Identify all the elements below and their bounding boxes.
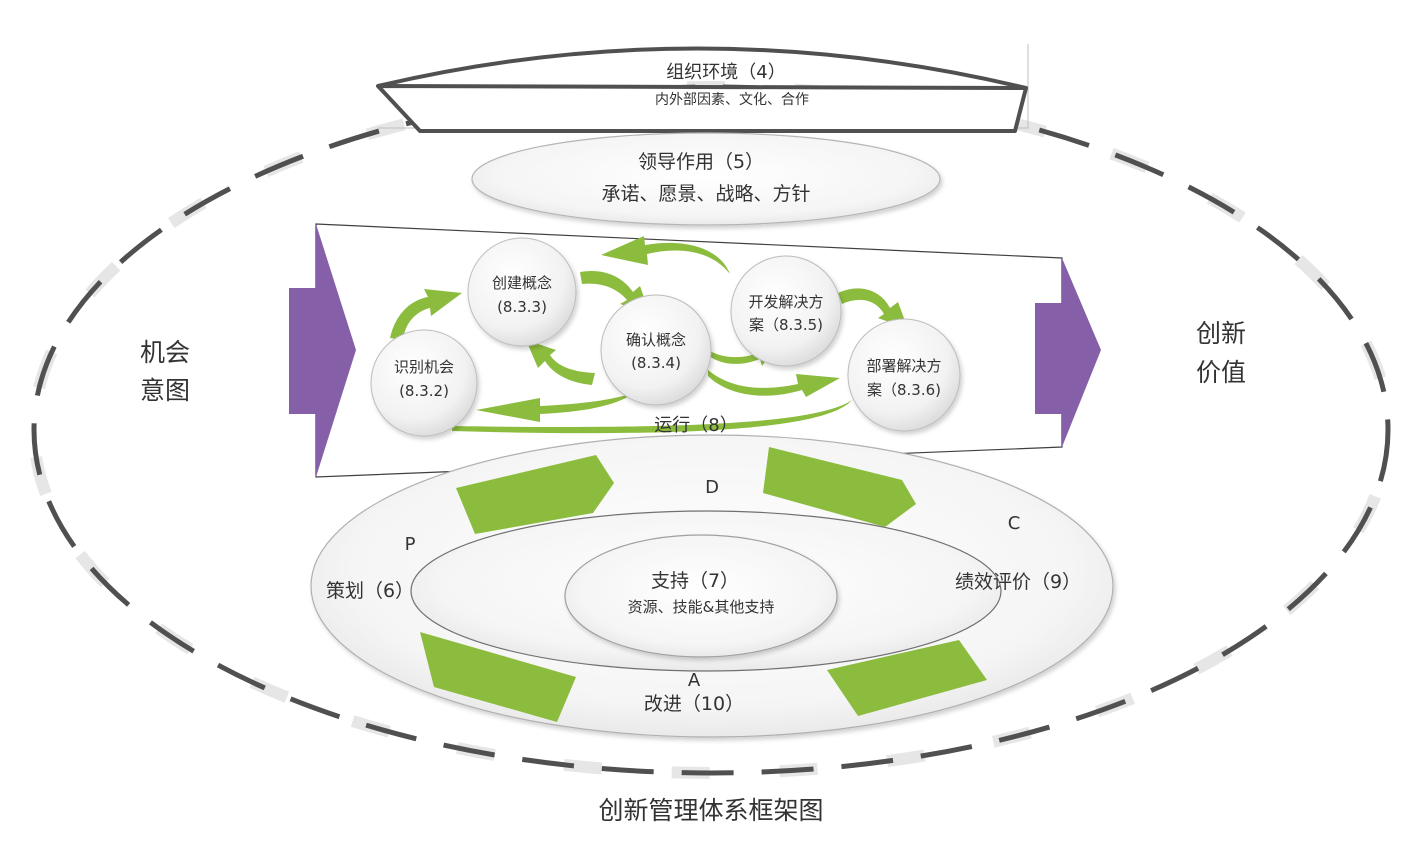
step-deploy-line2: 案（8.3.6) [867, 381, 941, 399]
pdca-letter-p: P [405, 534, 416, 555]
step-deploy-line1: 部署解决方 [866, 357, 941, 375]
pdca-arrow-d-to-c [763, 447, 916, 527]
right-label-line1: 创新 [1196, 319, 1246, 348]
diagram-title: 创新管理体系框架图 [598, 796, 823, 825]
org-env-title: 组织环境（4） [666, 62, 785, 83]
step-create-line2: (8.3.3) [497, 298, 547, 316]
flow-arrow-confirm-to-identify [476, 392, 636, 422]
step-develop-line1: 开发解决方 [748, 293, 823, 311]
plan-label: 策划（6） [326, 580, 414, 602]
step-circle-deploy [847, 318, 961, 432]
step-circle-create [467, 237, 577, 347]
support-ellipse [564, 534, 838, 658]
step-circle-identify [370, 329, 478, 437]
flow-arrow-develop-to-deploy [838, 288, 908, 329]
flow-arrow-deploy-return [452, 400, 852, 434]
eval-label: 绩效评价（9） [955, 571, 1081, 593]
pdca-letter-c: C [1008, 513, 1021, 534]
step-circle-develop [730, 255, 842, 367]
pdca-arrow-p-to-d [456, 455, 614, 534]
leadership-title: 领导作用（5） [638, 151, 764, 173]
left-label-line1: 机会 [140, 338, 190, 367]
flow-arrow-confirm-to-deploy [708, 370, 840, 397]
flow-arrow-confirm-to-create [526, 340, 595, 385]
operation-label: 运行（8） [654, 415, 737, 436]
step-develop-line2: 案（8.3.5) [749, 316, 823, 334]
org-environment-banner [376, 44, 1029, 133]
left-input-arrow [289, 224, 356, 477]
step-confirm-line1: 确认概念 [626, 331, 686, 349]
flow-arrow-identify-to-create [390, 289, 462, 340]
org-env-subtitle: 内外部因素、文化、合作 [655, 92, 809, 108]
right-label-line2: 价值 [1196, 358, 1246, 387]
step-circle-confirm [600, 294, 712, 406]
step-create-line1: 创建概念 [492, 274, 552, 292]
left-label-line2: 意图 [140, 376, 190, 405]
right-output-arrow [1035, 258, 1101, 447]
leadership-subtitle: 承诺、愿景、战略、方针 [601, 183, 810, 205]
improve-label: 改进（10） [644, 693, 744, 715]
step-identify-line2: (8.3.2) [399, 382, 449, 400]
pdca-arrow-c-to-a [827, 640, 987, 716]
leadership-ellipse [471, 132, 941, 226]
pdca-letter-d: D [705, 477, 719, 498]
step-identify-line1: 识别机会 [394, 358, 454, 376]
support-title: 支持（7） [651, 570, 739, 592]
flow-arrow-top-return [601, 236, 730, 274]
step-confirm-line2: (8.3.4) [631, 354, 681, 372]
pdca-letter-a: A [688, 670, 701, 691]
process-flow-arrows [390, 236, 908, 434]
pdca-arrow-a-to-p [420, 632, 576, 722]
support-subtitle: 资源、技能&其他支持 [628, 598, 775, 616]
